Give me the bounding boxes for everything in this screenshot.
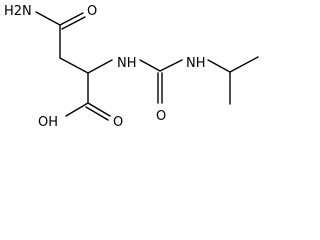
bond-amide-co-b (61, 16, 86, 30)
molecule-structure: H2N O NH NH O OH O (4, 4, 259, 130)
bond-urea-nh (159, 59, 183, 72)
bond-amine-carbonyl (35, 11, 61, 26)
bond-nh-isopropyl (207, 59, 231, 73)
urea-nh-right-label: NH (186, 56, 206, 71)
urea-oxygen-label: O (156, 109, 166, 124)
amine-label: H2N (4, 4, 32, 19)
structure-canvas: H2N O NH NH O OH O (4, 4, 259, 130)
bonds (35, 11, 259, 121)
bond-acid-co-b (85, 106, 109, 121)
urea-nh-left-label: NH (117, 56, 137, 71)
bond-isopropyl-methyl-a (229, 56, 259, 73)
bond-alpha-nh (87, 59, 113, 74)
amide-oxygen-label: O (87, 4, 97, 19)
bond-acid-oh (65, 102, 89, 117)
acid-oxygen-label: O (113, 115, 123, 130)
atom-labels: H2N O NH NH O OH O (4, 4, 206, 130)
bond-amide-co-a (59, 12, 84, 26)
bond-acid-co-a (87, 102, 111, 117)
acid-hydroxyl-label: OH (38, 115, 58, 130)
bond-ch2-alpha (59, 57, 89, 74)
bond-nh-urea (139, 59, 161, 72)
